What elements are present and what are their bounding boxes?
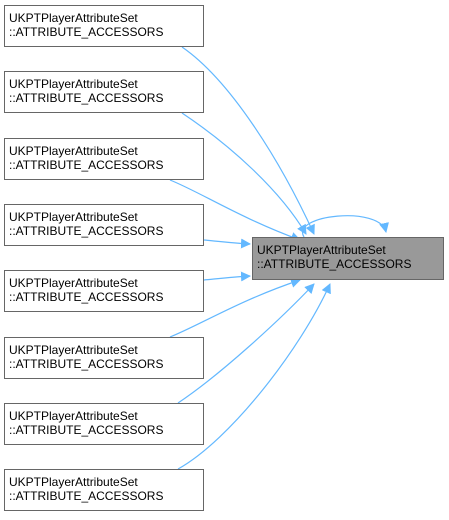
call-edge-5: [203, 271, 251, 282]
caller-node-class: UKPTPlayerAttributeSet: [9, 276, 138, 290]
caller-node-method: ::ATTRIBUTE_ACCESSORS: [9, 423, 164, 437]
caller-node-method: ::ATTRIBUTE_ACCESSORS: [9, 290, 164, 304]
caller-node-3[interactable]: UKPTPlayerAttributeSet ::ATTRIBUTE_ACCES…: [4, 138, 204, 180]
call-edge-2: [181, 112, 307, 235]
target-node-class: UKPTPlayerAttributeSet: [257, 243, 386, 257]
call-edge-7: [177, 283, 315, 404]
caller-node-method: ::ATTRIBUTE_ACCESSORS: [9, 91, 164, 105]
call-edge-8: [177, 283, 331, 470]
call-edge-4: [203, 238, 251, 249]
caller-node-5[interactable]: UKPTPlayerAttributeSet ::ATTRIBUTE_ACCES…: [4, 270, 204, 312]
caller-node-class: UKPTPlayerAttributeSet: [9, 210, 138, 224]
target-node-method: ::ATTRIBUTE_ACCESSORS: [257, 257, 412, 271]
caller-node-class: UKPTPlayerAttributeSet: [9, 343, 138, 357]
caller-node-1[interactable]: UKPTPlayerAttributeSet ::ATTRIBUTE_ACCES…: [4, 5, 204, 47]
caller-node-4[interactable]: UKPTPlayerAttributeSet ::ATTRIBUTE_ACCES…: [4, 204, 204, 246]
caller-node-class: UKPTPlayerAttributeSet: [9, 409, 138, 423]
caller-node-8[interactable]: UKPTPlayerAttributeSet ::ATTRIBUTE_ACCES…: [4, 469, 204, 511]
caller-node-class: UKPTPlayerAttributeSet: [9, 475, 138, 489]
call-edge-6: [169, 278, 301, 338]
caller-node-7[interactable]: UKPTPlayerAttributeSet ::ATTRIBUTE_ACCES…: [4, 403, 204, 445]
caller-node-method: ::ATTRIBUTE_ACCESSORS: [9, 25, 164, 39]
call-edge-3: [169, 179, 301, 242]
caller-node-class: UKPTPlayerAttributeSet: [9, 77, 138, 91]
target-node: UKPTPlayerAttributeSet ::ATTRIBUTE_ACCES…: [252, 237, 444, 280]
caller-node-class: UKPTPlayerAttributeSet: [9, 144, 138, 158]
call-edge-1: [181, 46, 315, 235]
caller-node-2[interactable]: UKPTPlayerAttributeSet ::ATTRIBUTE_ACCES…: [4, 71, 204, 113]
caller-node-method: ::ATTRIBUTE_ACCESSORS: [9, 489, 164, 503]
self-call-edge: [301, 215, 389, 238]
caller-node-method: ::ATTRIBUTE_ACCESSORS: [9, 158, 164, 172]
caller-node-method: ::ATTRIBUTE_ACCESSORS: [9, 224, 164, 238]
caller-node-method: ::ATTRIBUTE_ACCESSORS: [9, 357, 164, 371]
caller-node-class: UKPTPlayerAttributeSet: [9, 11, 138, 25]
caller-node-6[interactable]: UKPTPlayerAttributeSet ::ATTRIBUTE_ACCES…: [4, 337, 204, 379]
